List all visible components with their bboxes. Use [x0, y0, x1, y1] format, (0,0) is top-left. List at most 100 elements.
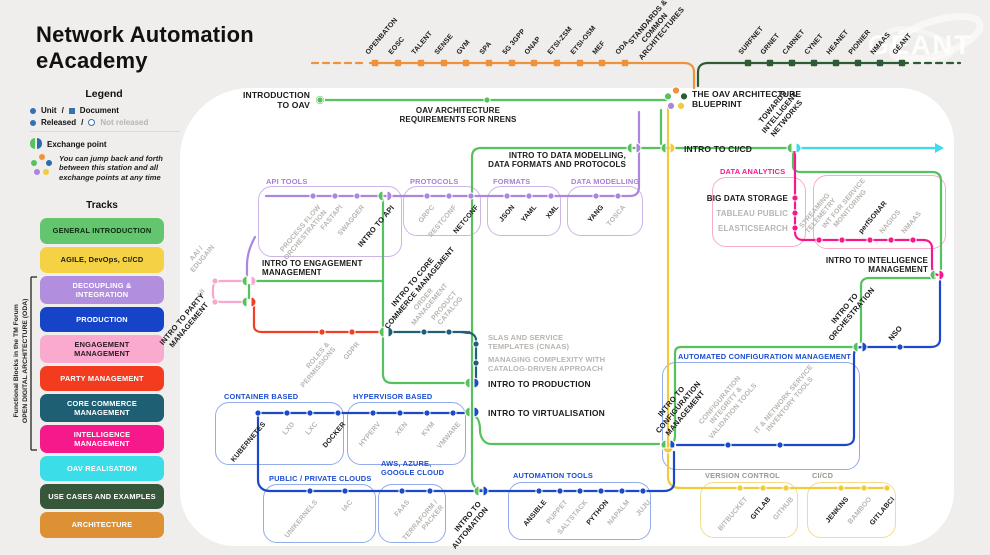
station-dot[interactable]	[618, 487, 626, 495]
exchange-point-icon[interactable]	[387, 326, 394, 338]
track-chip-use-cases-and-examples[interactable]: USE CASES AND EXAMPLES	[40, 484, 164, 509]
station-dot[interactable]	[736, 484, 744, 492]
track-chip-engagement-management[interactable]: ENGAGEMENT MANAGEMENT	[40, 335, 164, 363]
station-etsi-osm-marker[interactable]	[576, 59, 584, 67]
station-cynet-marker[interactable]	[810, 59, 818, 67]
station-dot[interactable]	[614, 192, 622, 200]
station-pionier-marker[interactable]	[854, 59, 862, 67]
station-dot[interactable]	[306, 487, 314, 495]
exchange-point-icon[interactable]	[938, 269, 945, 281]
station-dot[interactable]	[341, 487, 349, 495]
track-chip-decoupling-integration[interactable]: DECOUPLING & INTEGRATION	[40, 276, 164, 304]
exchange-point-icon[interactable]	[386, 190, 393, 202]
station-dot[interactable]	[782, 484, 790, 492]
exchange-point-icon[interactable]	[241, 296, 248, 308]
track-chip-production[interactable]: PRODUCTION	[40, 307, 164, 332]
station-big-data-storage[interactable]: BIG DATA STORAGE	[706, 194, 788, 203]
label-oav-arch-requirements[interactable]: OAV ARCHITECTURE REQUIREMENTS FOR NRENS	[399, 106, 517, 125]
station-dot[interactable]	[306, 409, 314, 417]
station-heanet-marker[interactable]	[832, 59, 840, 67]
station-sense-marker[interactable]	[440, 59, 448, 67]
station-eosc-marker[interactable]	[394, 59, 402, 67]
station-dot[interactable]	[896, 343, 904, 351]
exchange-point-icon[interactable]	[669, 142, 676, 154]
station-dot[interactable]	[592, 192, 600, 200]
track-chip-intelligence-management[interactable]: INTELLIGENCE MANAGEMENT	[40, 425, 164, 453]
station-dot[interactable]	[423, 192, 431, 200]
exchange-point-icon[interactable]	[786, 142, 793, 154]
station-tableau-public[interactable]: TABLEAU PUBLIC	[716, 209, 788, 218]
station-slas-cnaas[interactable]: SLAS AND SERVICE TEMPLATES (CNAAS)	[488, 333, 570, 351]
station-dot[interactable]	[838, 236, 846, 244]
station-dot[interactable]	[426, 487, 434, 495]
station-dot[interactable]	[211, 277, 219, 285]
station-dot[interactable]	[445, 192, 453, 200]
station-dot[interactable]	[423, 409, 431, 417]
station-carnet-marker[interactable]	[788, 59, 796, 67]
exchange-point-icon[interactable]	[635, 142, 642, 154]
exchange-point-icon[interactable]	[660, 142, 667, 154]
station-dot[interactable]	[348, 328, 356, 336]
exchange-point-icon[interactable]	[378, 326, 385, 338]
track-chip-architecture[interactable]: ARCHITECTURE	[40, 512, 164, 538]
label-intro-data-modelling[interactable]: INTRO TO DATA MODELLING, DATA FORMATS AN…	[488, 151, 626, 170]
station-dot[interactable]	[353, 192, 361, 200]
station-dot[interactable]	[254, 409, 262, 417]
station-dot[interactable]	[445, 328, 453, 336]
station-dot[interactable]	[316, 96, 324, 104]
station-dot[interactable]	[334, 409, 342, 417]
label-oav-architecture-blueprint[interactable]: THE OAV ARCHITECTURE BLUEPRINT	[692, 89, 802, 110]
station-gvm-marker[interactable]	[462, 59, 470, 67]
station-dot[interactable]	[283, 409, 291, 417]
station-dot[interactable]	[467, 192, 475, 200]
station-dot[interactable]	[483, 96, 491, 104]
exchange-point-icon[interactable]	[473, 377, 480, 389]
exchange-point-icon[interactable]	[861, 341, 868, 353]
label-intro-virtualisation[interactable]: INTRO TO VIRTUALISATION	[488, 408, 605, 418]
exchange-point-icon[interactable]	[482, 485, 489, 497]
exchange-point-icon[interactable]	[250, 275, 257, 287]
station-dot[interactable]	[909, 236, 917, 244]
label-introduction-to-oav[interactable]: INTRODUCTION TO OAV	[243, 90, 310, 111]
station-oda-marker[interactable]	[621, 59, 629, 67]
label-intro-cicd[interactable]: INTRO TO CI/CD	[684, 144, 753, 154]
exchange-point-icon[interactable]	[473, 406, 480, 418]
station-dot[interactable]	[472, 340, 480, 348]
station-dot[interactable]	[535, 487, 543, 495]
exchange-point-icon[interactable]	[473, 485, 480, 497]
station-dot[interactable]	[639, 487, 647, 495]
exchange-point-icon[interactable]	[464, 406, 471, 418]
station-dot[interactable]	[866, 236, 874, 244]
station-dot[interactable]	[791, 224, 799, 232]
station-dot[interactable]	[503, 192, 511, 200]
station-mef-marker[interactable]	[598, 59, 606, 67]
station-5g-3gpp-marker[interactable]	[508, 59, 516, 67]
station-g-ant-marker[interactable]	[898, 59, 906, 67]
exchange-point-icon[interactable]	[377, 190, 384, 202]
station-dot[interactable]	[837, 484, 845, 492]
exchange-point-icon[interactable]	[795, 142, 802, 154]
station-managing-complexity[interactable]: MANAGING COMPLEXITY WITH CATALOG-DRIVEN …	[488, 355, 606, 373]
station-dot[interactable]	[525, 192, 533, 200]
station-dot[interactable]	[597, 487, 605, 495]
station-dot[interactable]	[369, 409, 377, 417]
oav-blueprint-exchange-icon[interactable]	[663, 86, 689, 111]
exchange-point-icon[interactable]	[241, 275, 248, 287]
station-openbaton-marker[interactable]	[371, 59, 379, 67]
station-dot[interactable]	[791, 194, 799, 202]
station-dot[interactable]	[576, 487, 584, 495]
exchange-point-icon[interactable]	[929, 269, 936, 281]
track-chip-oav-realisation[interactable]: OAV REALISATION	[40, 456, 164, 481]
exchange-point-icon[interactable]	[250, 296, 257, 308]
station-dot[interactable]	[776, 441, 784, 449]
track-chip-general-introduction[interactable]: GENERAL INTRODUCTION	[40, 218, 164, 244]
station-dot[interactable]	[420, 328, 428, 336]
label-intro-production[interactable]: INTRO TO PRODUCTION	[488, 379, 591, 389]
station-dot[interactable]	[883, 484, 891, 492]
station-dot[interactable]	[398, 487, 406, 495]
exchange-point-icon[interactable]	[852, 341, 859, 353]
label-intro-engagement[interactable]: INTRO TO ENGAGEMENT MANAGEMENT	[262, 259, 363, 278]
label-intro-intelligence[interactable]: INTRO TO INTELLIGENCE MANAGEMENT	[825, 256, 928, 275]
station-onap-marker[interactable]	[530, 59, 538, 67]
station-dot[interactable]	[547, 192, 555, 200]
